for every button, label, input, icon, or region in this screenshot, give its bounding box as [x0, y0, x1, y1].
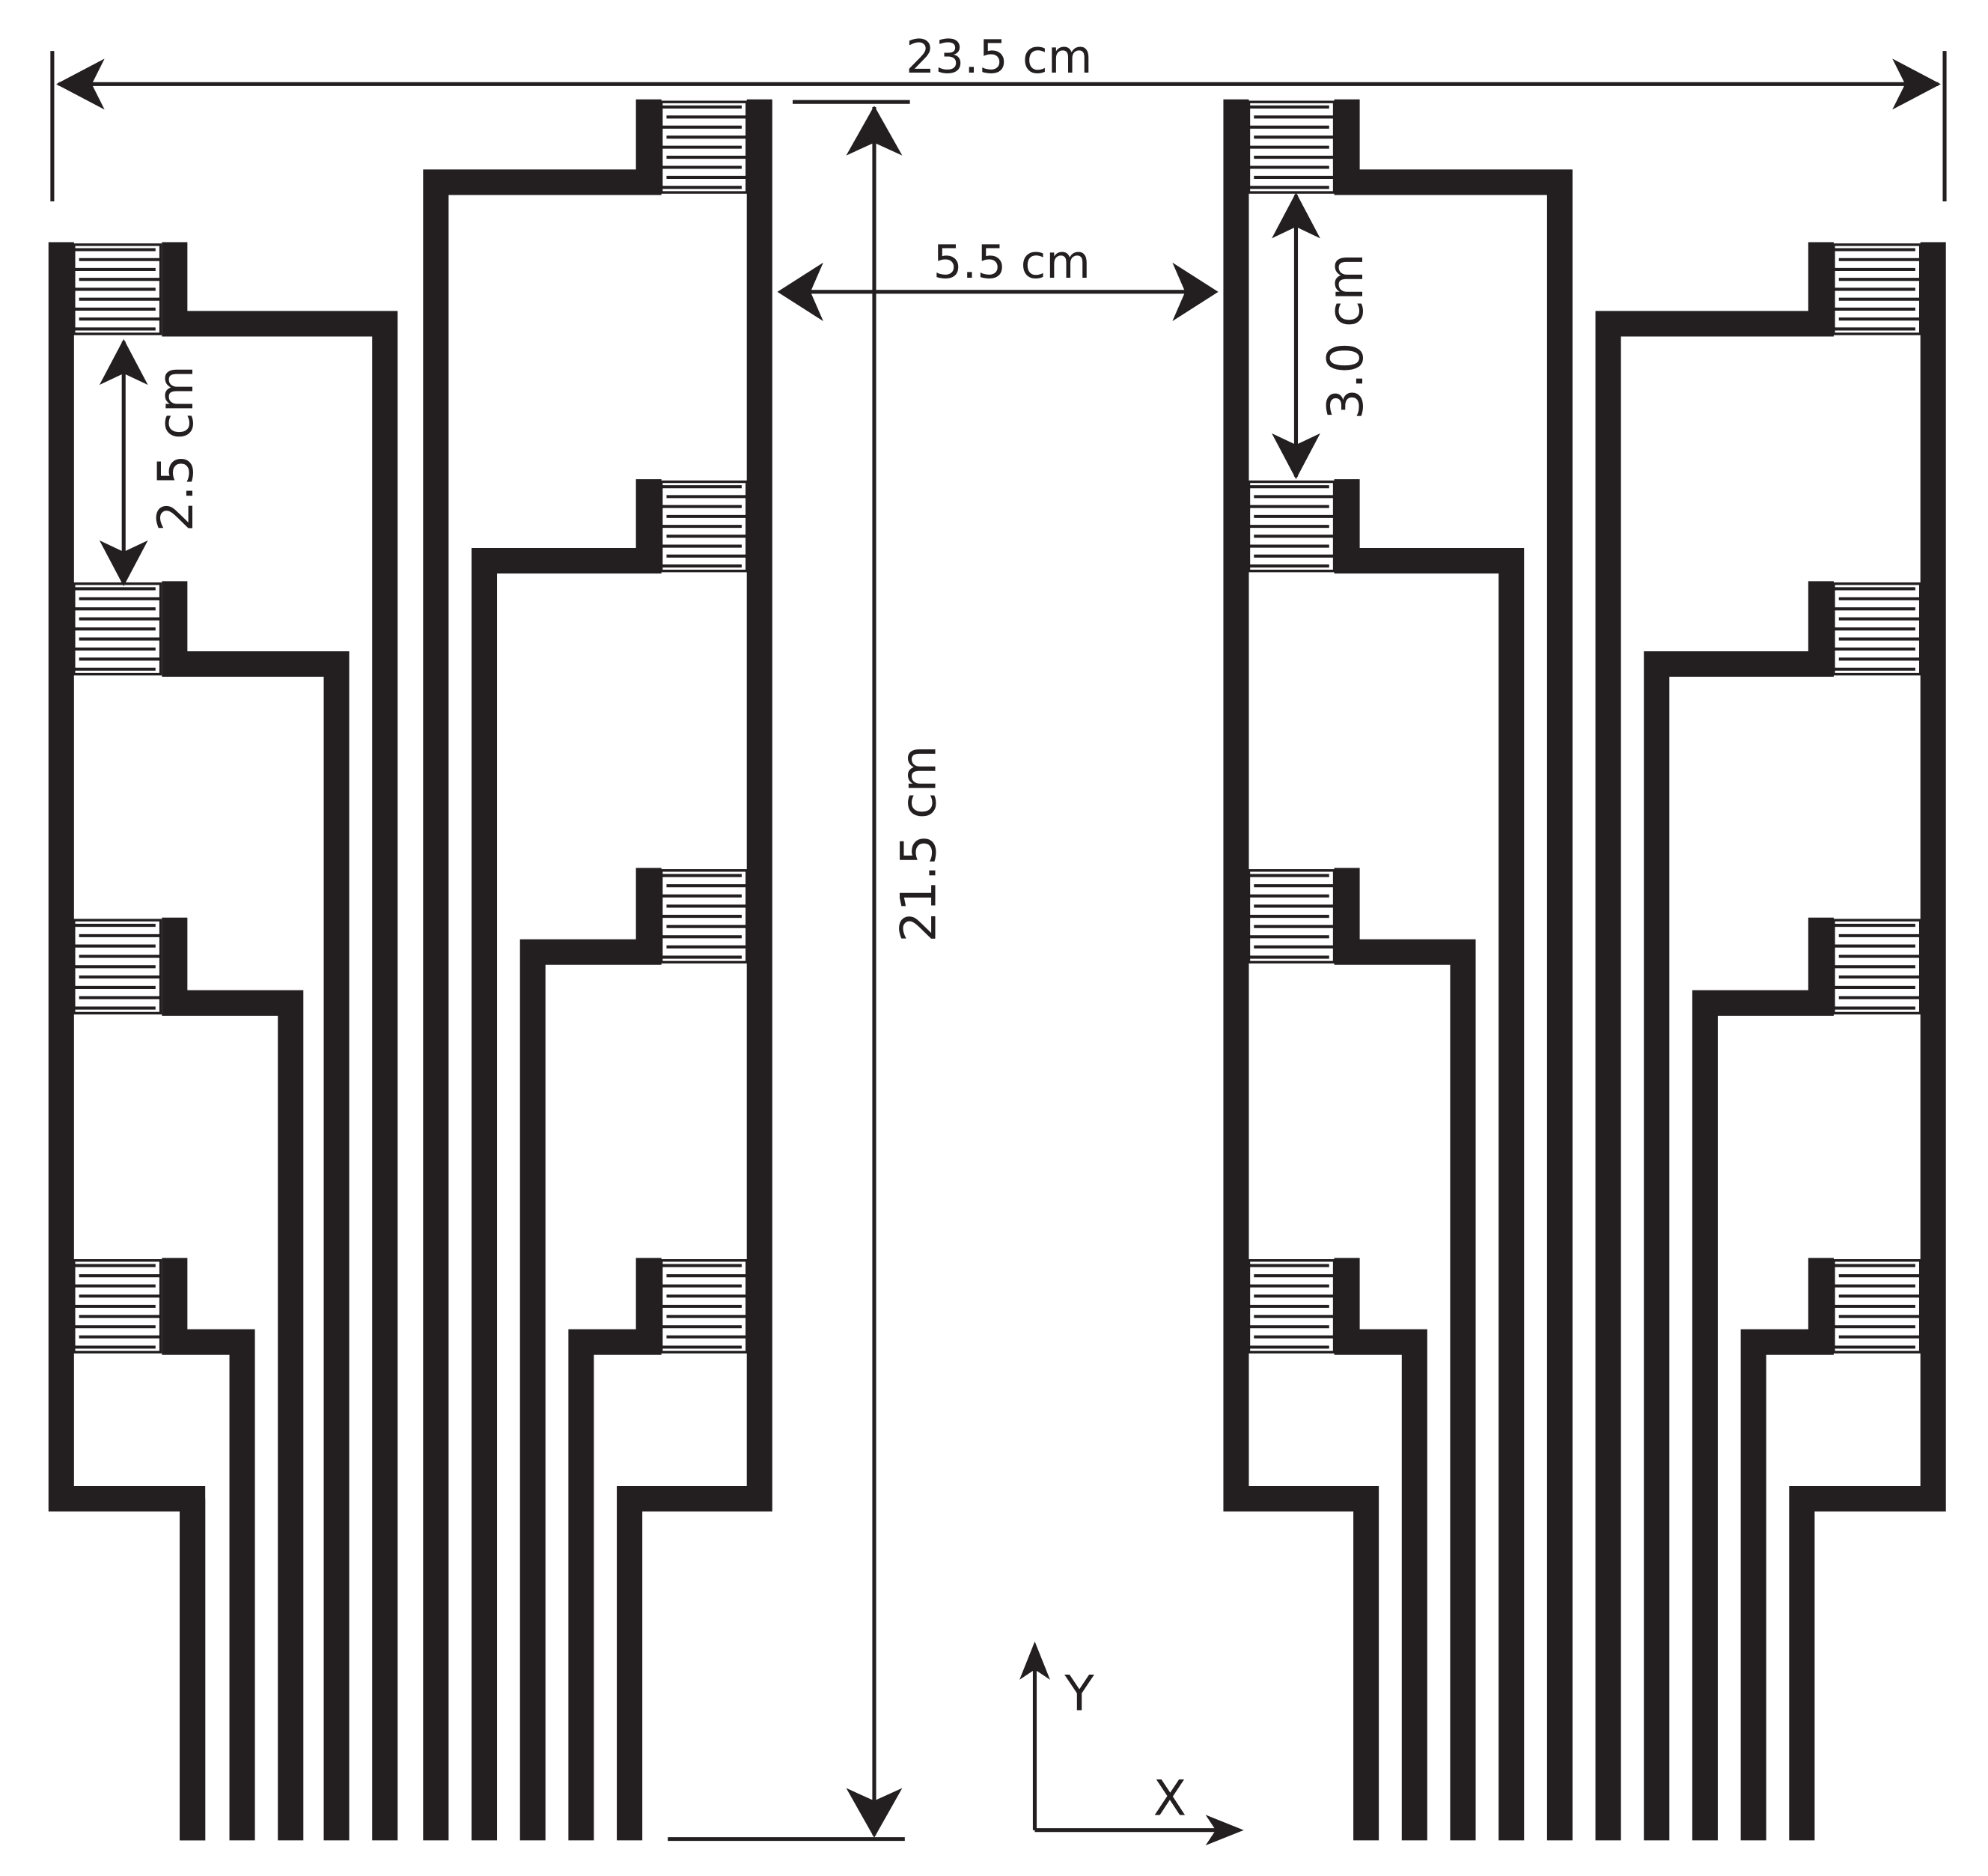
outer-pitch-label: 2.5 cm [148, 365, 204, 532]
left-outer-trace-4 [162, 1258, 255, 1841]
sensor-left-outer-2 [73, 582, 162, 676]
inner-pitch-label: 3.0 cm [1318, 253, 1374, 419]
x-axis-arrowhead [1205, 1815, 1244, 1846]
sensor-right-inner-3 [1247, 869, 1336, 964]
sensor-right-outer-1 [1832, 243, 1922, 335]
dimension-gap: 5.5 cm [777, 236, 1219, 322]
height-arrowhead-bottom [846, 1788, 903, 1838]
right-outer-trace-4 [1740, 1258, 1834, 1841]
sensor-left-outer-1 [73, 243, 162, 335]
right-outer-spine [1789, 242, 1946, 1841]
overall-width-label: 23.5 cm [906, 31, 1092, 84]
dimension-inner-pitch: 3.0 cm [1272, 192, 1374, 480]
conductive-traces [48, 99, 1946, 1841]
sensor-right-outer-4 [1832, 1259, 1922, 1353]
sensor-left-outer-3 [73, 919, 162, 1015]
outer-pitch-arrowhead-top [99, 338, 148, 386]
y-axis-label: Y [1064, 1666, 1094, 1723]
right-outer-trace-1 [1595, 242, 1834, 1841]
inner-pitch-arrowhead-bottom [1272, 433, 1320, 480]
coordinate-axes: Y X [1019, 1641, 1244, 1846]
sensor-right-outer-2 [1832, 582, 1922, 676]
dimension-outer-pitch: 2.5 cm [99, 338, 204, 587]
left-outer-trace-3 [162, 917, 304, 1841]
right-inner-spine [1223, 99, 1379, 1841]
right-inner-trace-1 [1334, 99, 1573, 1841]
dimension-overall-width: 23.5 cm [50, 31, 1947, 201]
width-arrowhead-right [1892, 58, 1941, 110]
sensor-left-inner-1 [659, 100, 748, 194]
sensor-right-inner-4 [1247, 1259, 1336, 1353]
left-outer-trace-2 [162, 581, 350, 1841]
right-inner-trace-2 [1334, 479, 1525, 1841]
left-inner-trace-1 [423, 99, 662, 1841]
left-inner-trace-2 [471, 479, 662, 1841]
right-inner-trace-4 [1334, 1258, 1427, 1841]
sensor-left-inner-4 [659, 1259, 748, 1353]
width-arrowhead-left [56, 58, 105, 110]
overall-height-label: 21.5 cm [891, 745, 948, 942]
height-arrowhead-top [846, 106, 903, 156]
right-outer-trace-3 [1692, 917, 1834, 1841]
sensor-right-inner-2 [1247, 480, 1336, 573]
x-axis-label: X [1153, 1770, 1186, 1827]
left-inner-spine [617, 99, 772, 1841]
gap-label: 5.5 cm [933, 236, 1091, 289]
gap-arrowhead-left [777, 262, 823, 322]
left-inner-trace-4 [568, 1258, 662, 1841]
sensor-right-inner-1 [1247, 100, 1336, 194]
outer-pitch-arrowhead-bottom [99, 540, 148, 587]
interdigitated-sensors [73, 100, 1922, 1353]
y-axis-arrowhead [1019, 1641, 1050, 1680]
sensor-left-outer-4 [73, 1259, 162, 1353]
left-inner-trace-3 [519, 868, 662, 1841]
right-inner-trace-3 [1334, 868, 1476, 1841]
sensor-left-inner-2 [659, 480, 748, 573]
gap-arrowhead-right [1172, 262, 1219, 322]
sensor-left-inner-3 [659, 869, 748, 964]
left-outer-trace-1 [162, 242, 398, 1841]
sensor-right-outer-3 [1832, 919, 1922, 1015]
right-outer-trace-2 [1644, 581, 1834, 1841]
inner-pitch-arrowhead-top [1272, 192, 1320, 239]
dimension-overall-height: 21.5 cm [668, 100, 948, 1842]
